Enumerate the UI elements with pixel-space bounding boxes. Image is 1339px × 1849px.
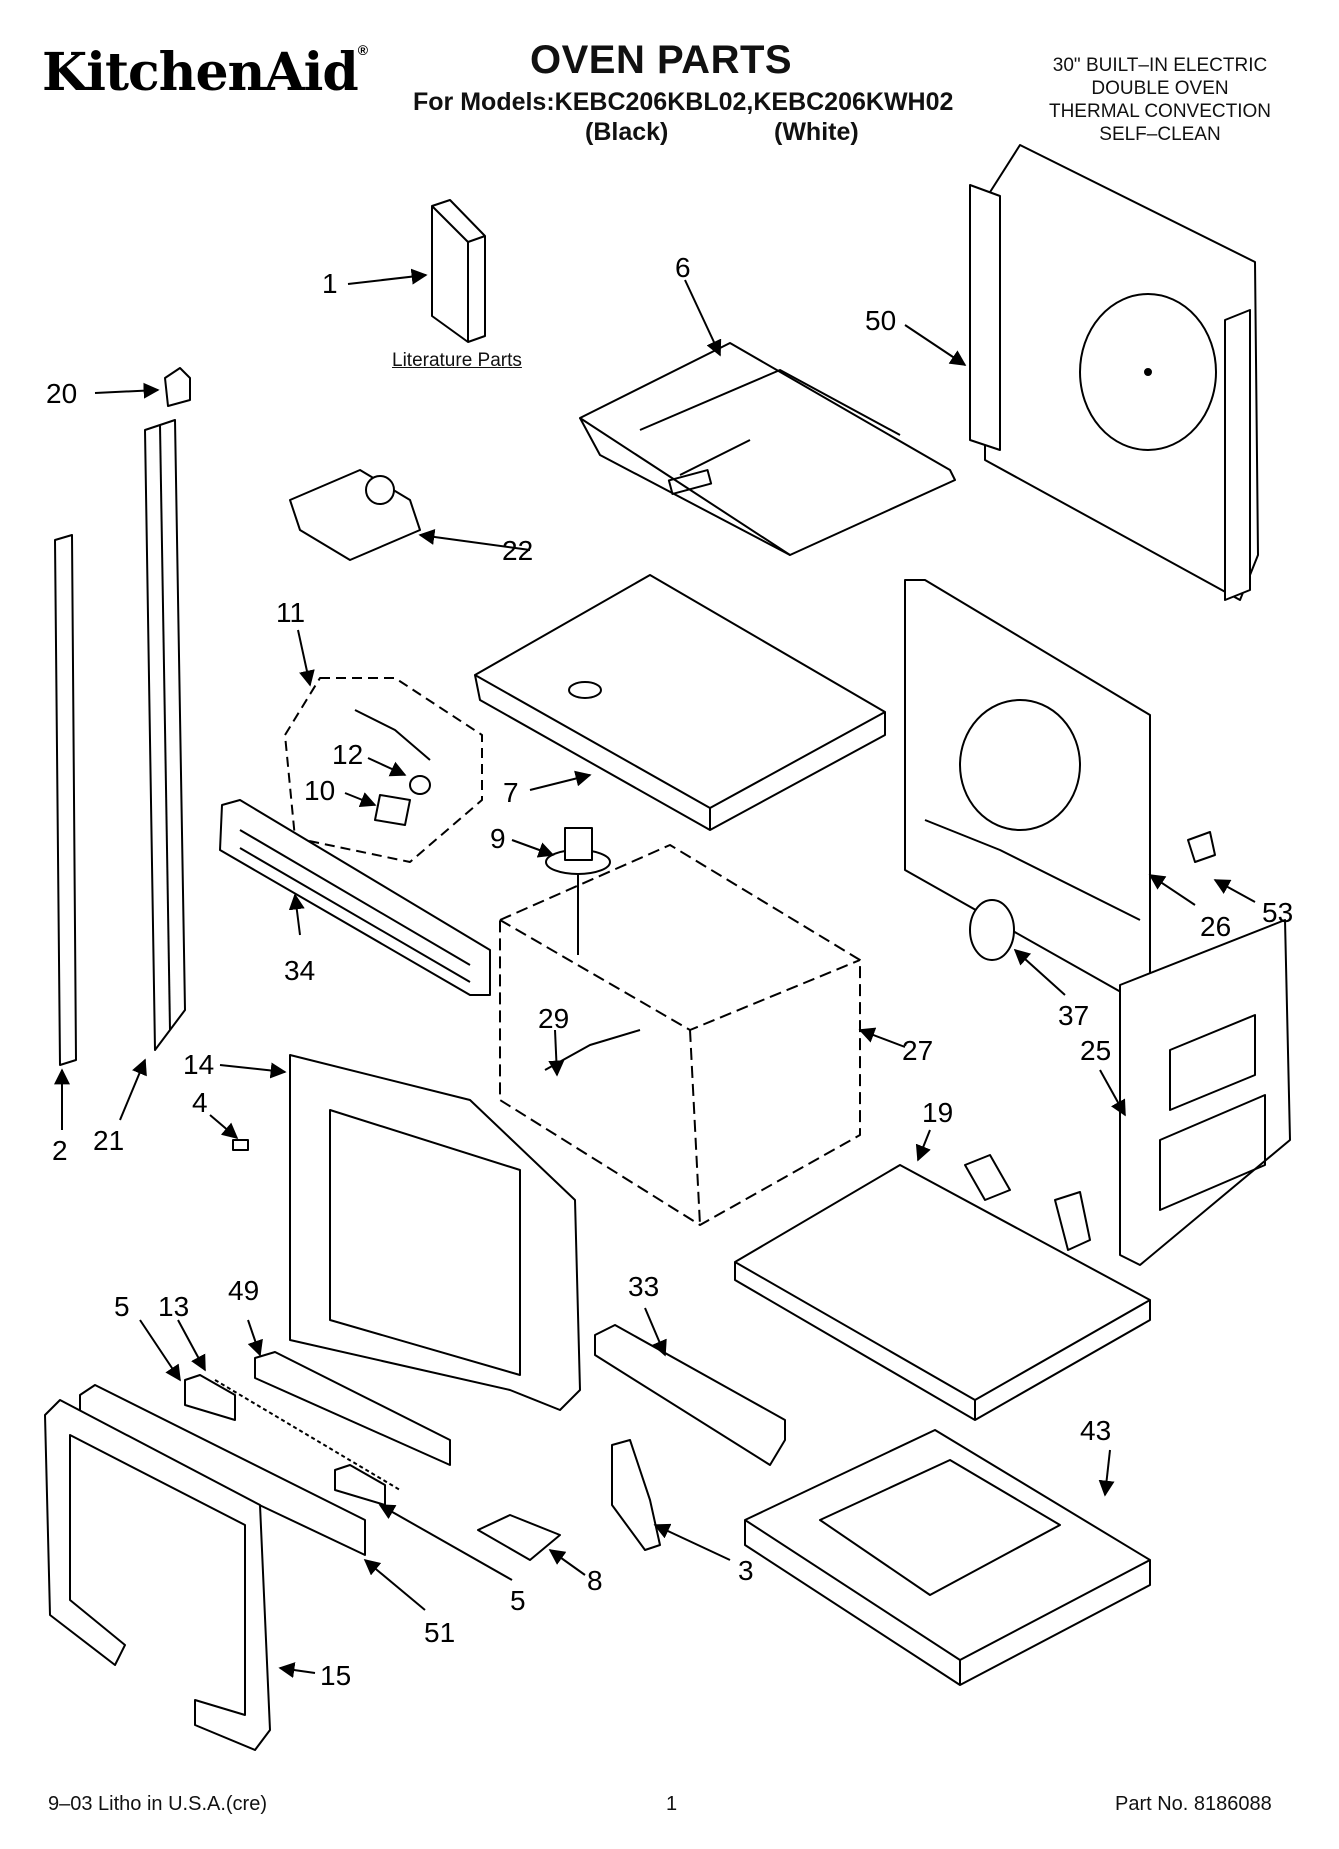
part-label: 43 bbox=[1080, 1415, 1111, 1446]
vent-grille-part bbox=[219, 799, 491, 996]
description-line: SELF–CLEAN bbox=[1099, 124, 1221, 145]
literature-parts-label: Literature Parts bbox=[392, 350, 522, 371]
part-label: 27 bbox=[902, 1035, 933, 1066]
latch-assembly-part bbox=[289, 469, 421, 561]
part-label: 21 bbox=[93, 1125, 124, 1156]
brand-logo: KitchenAid® bbox=[42, 42, 368, 103]
part-label: 6 bbox=[675, 252, 691, 283]
part-label: 4 bbox=[192, 1087, 208, 1118]
lens-part bbox=[374, 794, 411, 826]
thermostat-part bbox=[969, 899, 1015, 961]
part-label: 25 bbox=[1080, 1035, 1111, 1066]
model-black-label: (Black) bbox=[585, 118, 669, 146]
fan-motor-part bbox=[545, 827, 611, 955]
rear-panel-part bbox=[969, 144, 1259, 601]
clip-part bbox=[1187, 831, 1216, 863]
oven-top-part bbox=[474, 574, 886, 831]
side-panel-part bbox=[1119, 919, 1291, 1266]
part-label: 1 bbox=[322, 268, 338, 299]
print-info: 9–03 Litho in U.S.A.(cre) bbox=[48, 1793, 267, 1815]
part-label: 8 bbox=[587, 1565, 603, 1596]
description-line: THERMAL CONVECTION bbox=[1048, 101, 1272, 122]
part-label: 19 bbox=[922, 1097, 953, 1128]
gasket-part bbox=[44, 1399, 271, 1751]
end-cap-part bbox=[164, 367, 191, 407]
part-label: 5 bbox=[114, 1291, 130, 1322]
bar-part bbox=[254, 1351, 451, 1466]
part-label: 3 bbox=[738, 1555, 754, 1586]
part-number-labels: 1 6 50 20 22 11 12 10 9 7 34 26 53 37 27… bbox=[46, 252, 1293, 1691]
convection-panel-part bbox=[904, 579, 1151, 1001]
block-part bbox=[184, 1374, 236, 1421]
screw-part bbox=[232, 1139, 249, 1151]
product-description: 30" BUILT–IN ELECTRIC DOUBLE OVEN THERMA… bbox=[1030, 54, 1290, 146]
rail-part bbox=[594, 1324, 786, 1466]
page-number: 1 bbox=[666, 1793, 678, 1815]
part-label: 53 bbox=[1262, 897, 1293, 928]
part-label: 20 bbox=[46, 378, 77, 409]
side-strip-part bbox=[54, 534, 77, 1066]
part-label: 33 bbox=[628, 1271, 659, 1302]
page-title: OVEN PARTS bbox=[530, 38, 793, 82]
part-label: 11 bbox=[276, 597, 305, 628]
models-line: For Models:KEBC206KBL02,KEBC206KWH02 bbox=[413, 88, 954, 116]
part-label: 26 bbox=[1200, 911, 1231, 942]
oven-liner-part bbox=[499, 844, 861, 1226]
temperature-sensor-part bbox=[544, 1029, 641, 1071]
part-label: 14 bbox=[183, 1049, 214, 1080]
part-label: 13 bbox=[158, 1291, 189, 1322]
bulb-part bbox=[409, 775, 431, 795]
bottom-tray-part bbox=[744, 1429, 1151, 1686]
part-label: 50 bbox=[865, 305, 896, 336]
part-label: 37 bbox=[1058, 1000, 1089, 1031]
description-line: 30" BUILT–IN ELECTRIC bbox=[1052, 55, 1268, 76]
bracket-part bbox=[611, 1439, 661, 1551]
part-label: 49 bbox=[228, 1275, 259, 1306]
description-line: DOUBLE OVEN bbox=[1091, 78, 1229, 99]
part-label: 22 bbox=[502, 535, 533, 566]
part-label: 29 bbox=[538, 1003, 569, 1034]
part-label: 9 bbox=[490, 823, 506, 854]
top-shield-part bbox=[579, 342, 956, 556]
literature-booklet-part bbox=[431, 199, 486, 343]
shelf-part bbox=[734, 1154, 1151, 1421]
part-label: 2 bbox=[52, 1135, 68, 1166]
part-label: 7 bbox=[503, 777, 519, 808]
light-assembly-group bbox=[284, 677, 483, 863]
part-label: 15 bbox=[320, 1660, 351, 1691]
model-white-label: (White) bbox=[774, 118, 859, 146]
block-part bbox=[334, 1464, 386, 1506]
part-label: 12 bbox=[332, 739, 363, 770]
front-frame-part bbox=[289, 1054, 581, 1411]
part-label: 10 bbox=[304, 775, 335, 806]
part-number: Part No. 8186088 bbox=[1115, 1793, 1272, 1815]
part-label: 51 bbox=[424, 1617, 455, 1648]
small-bracket-part bbox=[477, 1514, 561, 1561]
part-label: 5 bbox=[510, 1585, 526, 1616]
strip-part bbox=[214, 1379, 401, 1491]
part-label: 34 bbox=[284, 955, 315, 986]
